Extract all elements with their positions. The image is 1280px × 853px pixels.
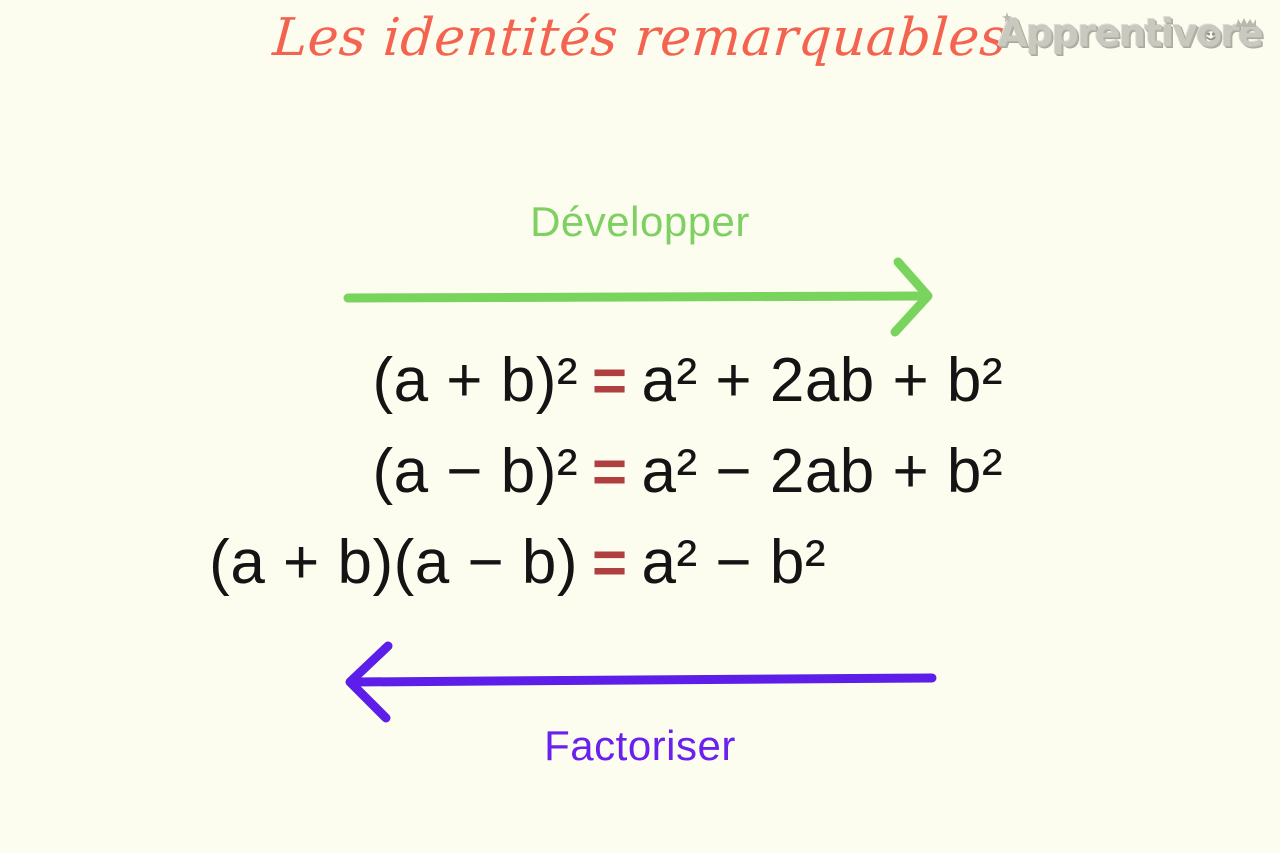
formula-lhs: (a + b)² bbox=[372, 346, 578, 415]
formula-equals-sign: = bbox=[592, 529, 628, 596]
brand-logo: Apprentivore bbox=[998, 10, 1263, 56]
formula-equals-sign: = bbox=[592, 438, 628, 505]
factor-label: Factoriser bbox=[544, 722, 736, 769]
formula-row: (a + b)(a − b) = a² − b² bbox=[0, 527, 1280, 618]
formula-rhs: a² + 2ab + b² bbox=[641, 346, 1004, 415]
formula-rhs: a² − 2ab + b² bbox=[641, 437, 1004, 506]
formula-row: (a − b)² = a² − 2ab + b² bbox=[0, 436, 1280, 527]
develop-label: Développer bbox=[530, 198, 750, 245]
brand-logo-text: Apprentivore bbox=[998, 11, 1263, 55]
develop-arrow-right-icon bbox=[343, 257, 933, 337]
formula-equals-sign: = bbox=[592, 347, 628, 414]
formula-lhs: (a + b)(a − b) bbox=[209, 528, 578, 597]
factor-arrow-left-icon bbox=[345, 641, 937, 723]
formula-row: (a + b)² = a² + 2ab + b² bbox=[0, 345, 1280, 436]
formula-lhs: (a − b)² bbox=[372, 437, 578, 506]
formula-rhs: a² − b² bbox=[641, 528, 826, 597]
formula-list: (a + b)² = a² + 2ab + b² (a − b)² = a² −… bbox=[0, 345, 1280, 618]
